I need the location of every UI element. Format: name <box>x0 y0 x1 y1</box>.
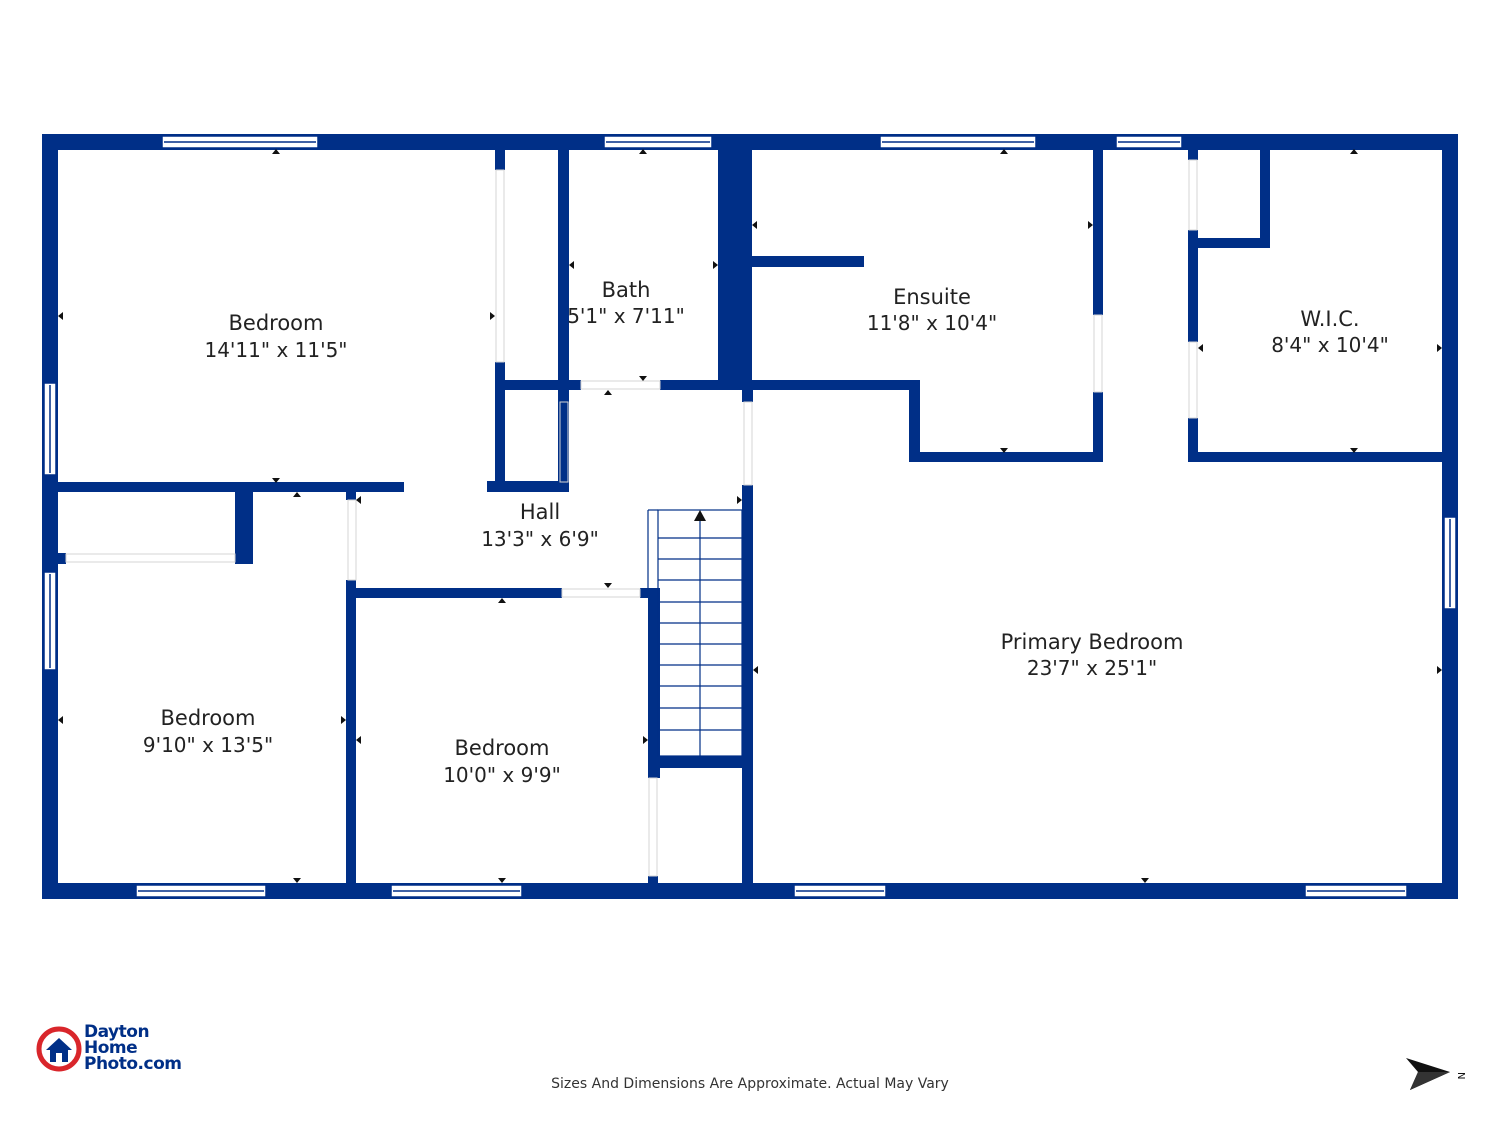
disclaimer-text: Sizes And Dimensions Are Approximate. Ac… <box>551 1076 949 1092</box>
compass-label: N <box>1455 1072 1466 1079</box>
room-dimensions: 5'1" x 7'11" <box>567 304 685 328</box>
windows <box>43 135 1457 898</box>
logo-wordmark: Dayton Home Photo.com <box>84 1022 182 1074</box>
room-dimensions: 23'7" x 25'1" <box>1027 656 1157 680</box>
room-name: Bedroom <box>455 736 550 760</box>
room-bedroom-2: Bedroom 9'10" x 13'5" <box>143 706 273 757</box>
room-ensuite: Ensuite 11'8" x 10'4" <box>867 285 997 335</box>
room-bath: Bath 5'1" x 7'11" <box>567 278 685 328</box>
logo-line-3: Photo.com <box>84 1054 182 1074</box>
room-bedroom-1: Bedroom 14'11" x 11'5" <box>204 311 347 362</box>
company-logo: Dayton Home Photo.com <box>36 1024 206 1076</box>
room-name: Primary Bedroom <box>1001 630 1184 654</box>
walls <box>42 134 1458 899</box>
logo-line-1: Dayton <box>84 1022 150 1042</box>
north-arrow-icon: N <box>1406 1058 1466 1090</box>
room-name: Bedroom <box>229 311 324 335</box>
room-primary-bedroom: Primary Bedroom 23'7" x 25'1" <box>1001 630 1184 680</box>
dimension-markers <box>58 149 1442 883</box>
room-name: Bedroom <box>161 706 256 730</box>
room-dimensions: 10'0" x 9'9" <box>443 763 561 787</box>
stair-up-arrow-icon <box>694 510 706 521</box>
house-in-circle-icon <box>36 1026 82 1072</box>
door-openings <box>65 159 1198 877</box>
room-dimensions: 9'10" x 13'5" <box>143 733 273 757</box>
room-dimensions: 14'11" x 11'5" <box>204 338 347 362</box>
room-dimensions: 8'4" x 10'4" <box>1271 333 1389 357</box>
room-hall: Hall 13'3" x 6'9" <box>481 500 599 551</box>
room-dimensions: 13'3" x 6'9" <box>481 527 599 551</box>
room-name: W.I.C. <box>1300 307 1359 331</box>
room-dimensions: 11'8" x 10'4" <box>867 311 997 335</box>
room-wic: W.I.C. 8'4" x 10'4" <box>1271 307 1389 357</box>
room-name: Hall <box>520 500 560 524</box>
logo-line-2: Home <box>84 1038 138 1058</box>
room-bedroom-3: Bedroom 10'0" x 9'9" <box>443 736 561 787</box>
room-name: Bath <box>602 278 651 302</box>
stairs <box>647 509 743 757</box>
room-name: Ensuite <box>893 285 971 309</box>
